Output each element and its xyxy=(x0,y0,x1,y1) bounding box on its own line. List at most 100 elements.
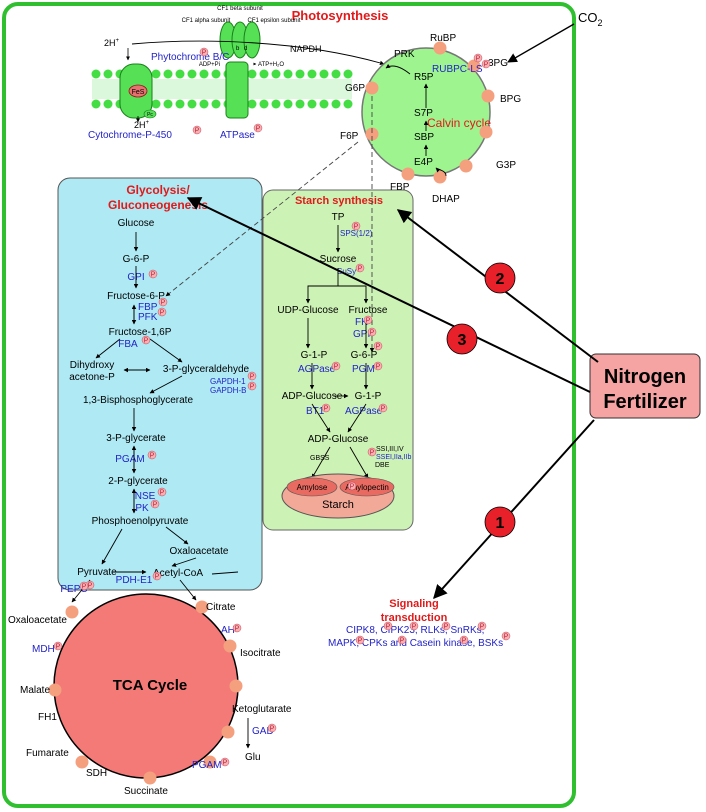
signaling-title-1: Signaling xyxy=(389,598,439,610)
svg-text:Acetyl-CoA: Acetyl-CoA xyxy=(153,568,203,579)
starch-panel xyxy=(262,189,414,531)
phospho-badge: P xyxy=(192,125,202,135)
cytochrome-label: Cytochrome-P-450 xyxy=(88,130,172,141)
svg-text:P: P xyxy=(160,490,165,497)
phospho-badge: P xyxy=(147,450,157,460)
phospho-badge: P xyxy=(481,59,491,69)
svg-text:P: P xyxy=(354,224,359,231)
tca-cycle-title: TCA Cycle xyxy=(113,677,187,694)
phospho-badge: P xyxy=(363,315,373,325)
svg-text:G-1-P: G-1-P xyxy=(301,350,328,361)
marker-circle-3 xyxy=(446,323,478,355)
phospho-badge: P xyxy=(150,499,160,509)
svg-text:P: P xyxy=(480,624,485,631)
svg-text:ADP-Glucose: ADP-Glucose xyxy=(282,391,343,402)
svg-text:Fructose: Fructose xyxy=(349,305,388,316)
nitrogen-label: Nitrogen xyxy=(604,366,686,388)
svg-text:P: P xyxy=(82,584,87,591)
cf1-head-right xyxy=(243,21,261,59)
svg-text:PFK: PFK xyxy=(138,312,158,323)
svg-text:P: P xyxy=(381,406,386,413)
svg-text:P: P xyxy=(444,624,449,631)
marker-circle-1 xyxy=(484,506,516,538)
tca-texts: Oxaloacetate Citrate AH Isocitrate MDH M… xyxy=(8,602,292,797)
fes-label: FeS xyxy=(132,89,145,96)
phospho-badge: P xyxy=(331,361,341,371)
svg-text:Glu: Glu xyxy=(245,752,261,763)
svg-text:P: P xyxy=(366,318,371,325)
svg-text:acetone-P: acetone-P xyxy=(69,372,115,383)
phospho-badge: P xyxy=(351,221,361,231)
phospho-badge: P xyxy=(355,263,365,273)
glycolysis-title: Glycolysis/ xyxy=(126,183,190,197)
svg-text:P: P xyxy=(250,384,255,391)
svg-text:P: P xyxy=(150,453,155,460)
svg-text:GPI: GPI xyxy=(353,329,370,340)
glycolysis-arrows xyxy=(71,232,239,603)
atpase-label: ATPase xyxy=(220,130,255,141)
svg-text:P: P xyxy=(350,484,355,491)
glycolysis-panel xyxy=(57,177,263,591)
svg-text:PGAM: PGAM xyxy=(115,454,144,465)
cf1-epsilon-label: CF1 epsilon subunit xyxy=(247,18,300,24)
svg-text:P: P xyxy=(376,364,381,371)
phospho-badge: P xyxy=(267,723,277,733)
svg-text:DBE: DBE xyxy=(375,462,390,469)
phospho-badge: P xyxy=(157,307,167,317)
phospho-badge: P xyxy=(373,341,383,351)
svg-text:Glucose: Glucose xyxy=(118,218,155,229)
svg-text:SSI,III,IV: SSI,III,IV xyxy=(376,446,404,453)
marker-number-1: 1 xyxy=(496,515,505,532)
svg-text:P: P xyxy=(400,638,405,645)
svg-text:P: P xyxy=(250,374,255,381)
fbp-calvin-label: FBP xyxy=(390,182,410,193)
signaling-list-1: CIPK8, CIPK23, RLKs, SnRKs, xyxy=(346,625,484,636)
subunit-d-label: d xyxy=(244,46,247,52)
svg-text:3-P-glyceraldehyde: 3-P-glyceraldehyde xyxy=(163,364,250,375)
svg-text:PGM: PGM xyxy=(352,364,375,375)
calvin-nodes xyxy=(365,41,495,184)
g6p-calvin-label: G6P xyxy=(345,83,365,94)
svg-text:P: P xyxy=(358,638,363,645)
svg-text:P: P xyxy=(334,364,339,371)
amylose-blob xyxy=(286,477,338,497)
h-plus-top: 2H+ xyxy=(104,38,120,48)
svg-text:P: P xyxy=(412,624,417,631)
svg-text:FH1: FH1 xyxy=(38,712,57,723)
phospho-badge: P xyxy=(53,641,63,651)
svg-text:Fructose-6-P: Fructose-6-P xyxy=(107,291,165,302)
amylose-label: Amylose xyxy=(297,483,328,492)
cf1-alpha-label: CF1 alpha subunit xyxy=(182,18,231,24)
svg-text:P: P xyxy=(476,56,481,63)
svg-text:P: P xyxy=(504,634,509,641)
photosynthesis-title: Photosynthesis xyxy=(292,8,389,23)
svg-text:AH: AH xyxy=(221,625,235,636)
svg-text:G-1-P: G-1-P xyxy=(355,391,382,402)
svg-text:P: P xyxy=(370,450,375,457)
calvin-cycle-circle xyxy=(361,47,491,177)
svg-text:P: P xyxy=(155,574,160,581)
svg-text:P: P xyxy=(202,50,207,57)
svg-text:MDH: MDH xyxy=(32,644,55,655)
phospho-badge: P xyxy=(152,571,162,581)
svg-text:G-6-P: G-6-P xyxy=(123,254,150,265)
svg-text:P: P xyxy=(256,126,261,133)
signaling-title-2: transduction xyxy=(381,612,448,624)
svg-text:P: P xyxy=(160,310,165,317)
phospho-badge: P xyxy=(247,371,257,381)
tca-nodes xyxy=(48,600,243,785)
phytochrome-label: Phytochrome B/C xyxy=(151,52,229,63)
svg-text:BT1: BT1 xyxy=(306,406,325,417)
r5p-label: R5P xyxy=(414,72,434,83)
phospho-badge: P xyxy=(321,403,331,413)
s7p-label: S7P xyxy=(414,108,433,119)
marker-circle-2 xyxy=(484,262,516,294)
svg-text:AGPase: AGPase xyxy=(345,406,383,417)
svg-text:P: P xyxy=(88,583,93,590)
h-plus-bottom: 2H+ xyxy=(134,120,150,130)
f6p-calvin-label: F6P xyxy=(340,131,359,142)
svg-text:SDH: SDH xyxy=(86,768,107,779)
starch-texts: TP SPS(1/2) Sucrose SuSy UDP-Glucose Fru… xyxy=(277,212,411,469)
signaling-list-2: MAPK, CPKs and Casein kinase, BSKs xyxy=(328,638,503,649)
arrow-to-signaling xyxy=(433,419,595,600)
